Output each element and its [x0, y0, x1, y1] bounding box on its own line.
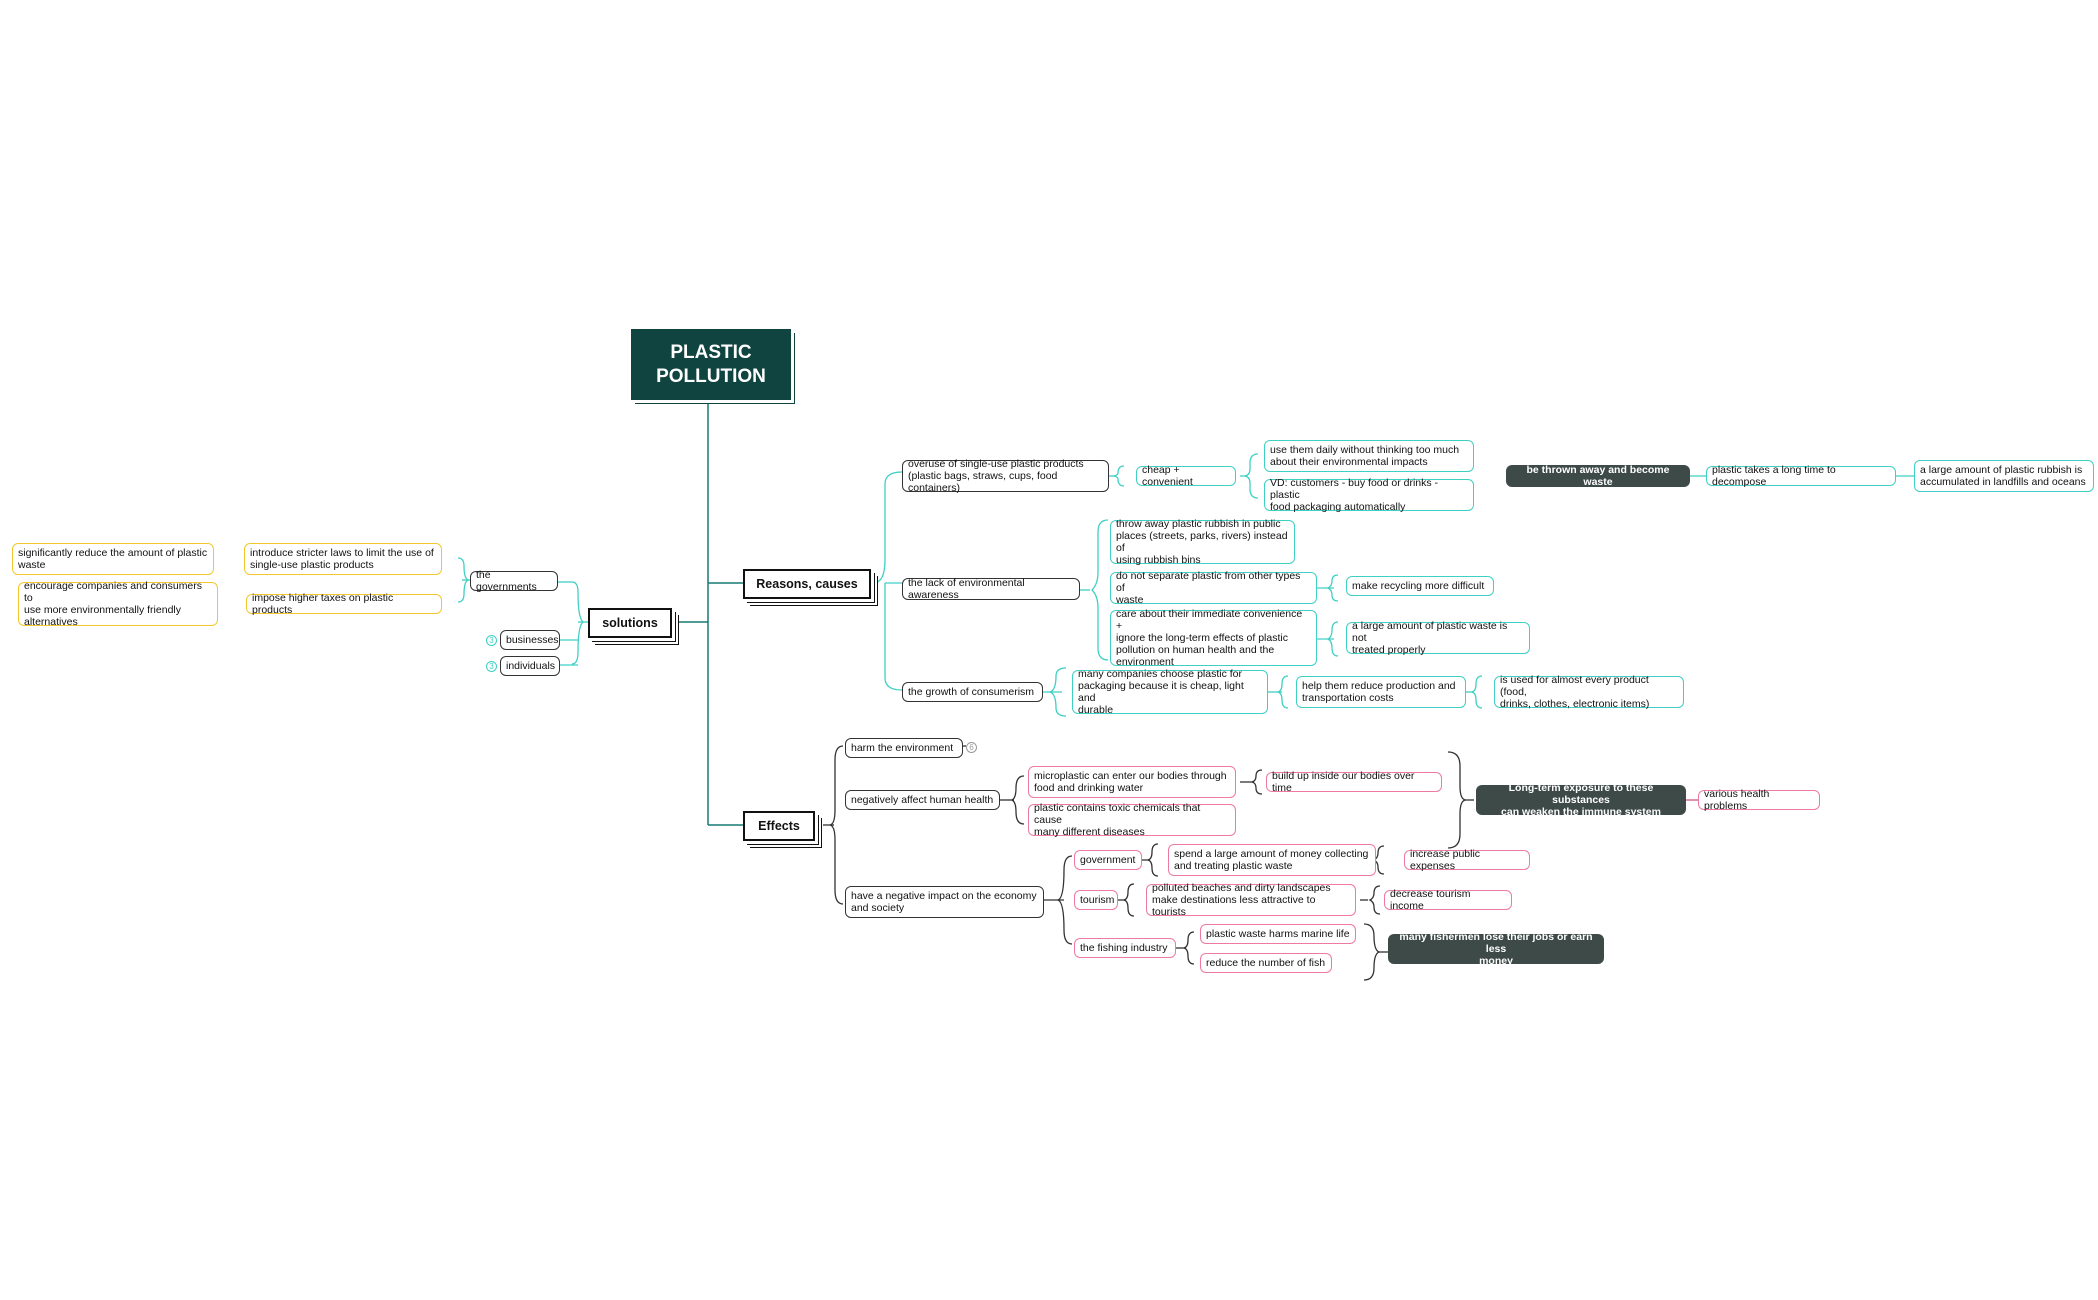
reason-daily[interactable]: use them daily without thinking too much… [1264, 440, 1474, 472]
reason-accumulated[interactable]: a large amount of plastic rubbish is acc… [1914, 460, 2094, 492]
solution-laws[interactable]: introduce stricter laws to limit the use… [244, 543, 442, 575]
expand-individuals-icon[interactable]: 3 [486, 661, 497, 672]
solution-governments[interactable]: the governments [470, 569, 558, 593]
reason-cheap[interactable]: cheap + convenient [1136, 464, 1236, 488]
effect-income[interactable]: decrease tourism income [1384, 888, 1512, 912]
reason-costs[interactable]: help them reduce production and transpor… [1296, 676, 1466, 708]
solution-businesses[interactable]: businesses [500, 630, 560, 650]
effect-buildup[interactable]: build up inside our bodies over time [1266, 770, 1442, 794]
reason-untreated[interactable]: a large amount of plastic waste is not t… [1346, 620, 1530, 656]
effect-beaches[interactable]: polluted beaches and dirty landscapes ma… [1146, 882, 1356, 918]
effect-marine[interactable]: plastic waste harms marine life [1200, 924, 1356, 944]
effect-fishermen[interactable]: many fishermen lose their jobs or earn l… [1388, 931, 1604, 967]
reason-consumerism[interactable]: the growth of consumerism [902, 682, 1043, 702]
reason-companies[interactable]: many companies choose plastic for packag… [1072, 668, 1268, 716]
reason-thrown[interactable]: be thrown away and become waste [1506, 464, 1690, 488]
reason-separate[interactable]: do not separate plastic from other types… [1110, 570, 1317, 606]
reason-overuse[interactable]: overuse of single-use plastic products (… [902, 458, 1109, 494]
effect-problems[interactable]: various health problems [1698, 788, 1820, 812]
main-topic-reasons[interactable]: Reasons, causes [743, 569, 871, 599]
effect-expenses[interactable]: increase public expenses [1404, 848, 1530, 872]
main-topic-effects[interactable]: Effects [743, 811, 815, 841]
effect-immune[interactable]: Long-term exposure to these substances c… [1476, 782, 1686, 818]
effect-fishing[interactable]: the fishing industry [1074, 938, 1176, 958]
reason-every[interactable]: is used for almost every product (food, … [1494, 674, 1684, 710]
solution-encourage[interactable]: encourage companies and consumers to use… [18, 580, 218, 628]
expand-businesses-icon[interactable]: 3 [486, 635, 497, 646]
effect-tourism[interactable]: tourism [1074, 890, 1118, 910]
effect-toxic[interactable]: plastic contains toxic chemicals that ca… [1028, 802, 1236, 838]
expand-environment-icon[interactable]: 6 [966, 742, 977, 753]
effect-economy[interactable]: have a negative impact on the economy an… [845, 886, 1044, 918]
reason-recycling[interactable]: make recycling more difficult [1346, 576, 1494, 596]
effect-spend[interactable]: spend a large amount of money collecting… [1168, 844, 1376, 876]
main-topic-solutions[interactable]: solutions [588, 608, 672, 638]
effect-environment[interactable]: harm the environment [845, 738, 963, 758]
effect-fish[interactable]: reduce the number of fish [1200, 953, 1332, 973]
root-topic[interactable]: PLASTIC POLLUTION [631, 329, 791, 400]
reason-convenience[interactable]: care about their immediate convenience +… [1110, 608, 1317, 668]
effect-government[interactable]: government [1074, 850, 1142, 870]
reason-vd[interactable]: VD: customers - buy food or drinks - pla… [1264, 477, 1474, 513]
solution-taxes[interactable]: impose higher taxes on plastic products [246, 592, 442, 616]
effect-health[interactable]: negatively affect human health [845, 790, 1000, 810]
reason-decompose[interactable]: plastic takes a long time to decompose [1706, 464, 1896, 488]
solution-individuals[interactable]: individuals [500, 656, 560, 676]
reason-awareness[interactable]: the lack of environmental awareness [902, 577, 1080, 601]
solution-reduce[interactable]: significantly reduce the amount of plast… [12, 543, 214, 575]
reason-public[interactable]: throw away plastic rubbish in public pla… [1110, 518, 1295, 566]
effect-micro[interactable]: microplastic can enter our bodies throug… [1028, 766, 1236, 798]
